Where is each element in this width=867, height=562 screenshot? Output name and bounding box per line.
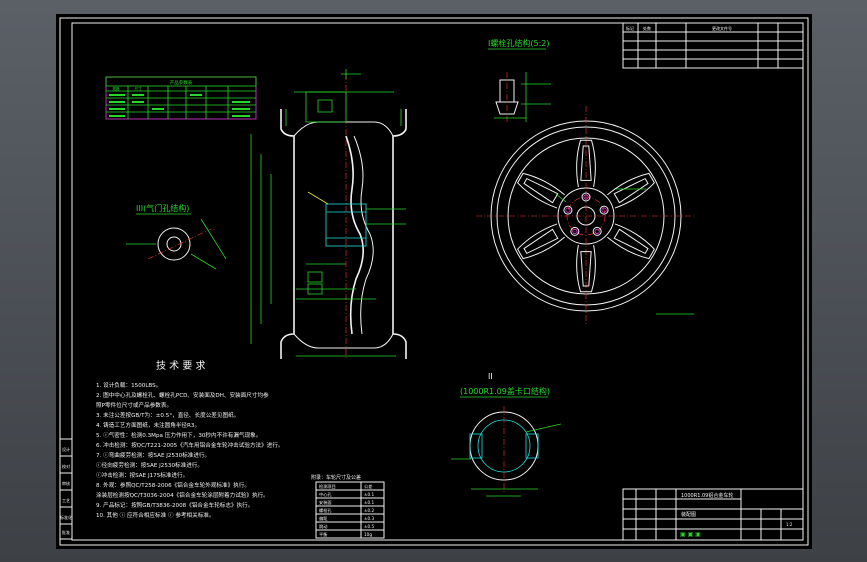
tech-requirement-line: 10. 其他 ⓘ 应符合相应标准 ⓘ 参考相关标准。	[96, 511, 214, 519]
tolerance-table-cell: ±0.5	[364, 524, 375, 529]
title-block: 1000R1.09铝合金车轮 装配图 1:2 ▣ ▣ ▣	[622, 488, 804, 541]
wheel-spoke	[516, 223, 565, 260]
sheet-border	[59, 17, 809, 546]
spoke-groove	[523, 228, 559, 255]
tech-requirement-line: 5. ⓘ气密性：检测0.3Mpa 压力作用下，30秒内不许有漏气现象。	[96, 431, 261, 439]
tech-title: 技 术 要 求	[156, 359, 206, 372]
valve-hole-detail: III(气门孔结构)	[126, 203, 227, 270]
drawing-frame	[71, 22, 804, 541]
title-approval: ▣ ▣ ▣	[680, 531, 701, 538]
bolt-hole-pattern	[563, 192, 609, 236]
title-name: 1000R1.09铝合金车轮	[681, 492, 733, 499]
tolerance-table-cell: ±0.1	[364, 492, 375, 497]
bolt-hole-thread	[601, 207, 607, 213]
cap-detail: II (1000R1.09盖卡口结构)	[451, 372, 562, 497]
strip-label: 校对	[62, 463, 70, 469]
spoke-groove	[523, 177, 559, 204]
spoke-groove	[613, 177, 649, 204]
bolt-hole-thread	[594, 228, 600, 234]
tech-requirement-line: ⓘ冲击检测：按SAE J175标准进行。	[96, 471, 188, 479]
tech-requirement-line: 8. 外观：参照QC/T258-2006《铝合金车轮外观标准》执行。	[96, 481, 250, 489]
view-ii-title: (1000R1.09盖卡口结构)	[460, 386, 550, 396]
bolt-hole	[592, 226, 602, 236]
wheel-front-view	[476, 106, 696, 326]
parameter-table-title: 产品参数表	[170, 79, 193, 86]
spoke-groove	[613, 228, 649, 255]
wheel-spoke	[576, 139, 596, 188]
tech-requirement-line: 6. 冲击检测：按QC/T221-2005《汽车用铝合金车轮冲击试验方法》进行。	[96, 441, 284, 449]
tolerance-table-cell: 平衡	[319, 531, 327, 538]
tech-requirement-line: 4. 铸造工艺方面图纸，未注圆角半径R3。	[96, 421, 200, 429]
bolt-hole-thread	[583, 194, 589, 200]
tolerance-table-cell: 10g	[364, 532, 372, 537]
tolerance-table-cell: 螺栓孔	[319, 507, 332, 514]
tolerance-table-cell: ±0.1	[364, 500, 375, 505]
tolerance-table-cell: 偏距	[319, 515, 327, 522]
revision-header: 更改文件号	[712, 25, 732, 31]
tech-requirement-line: 照P零件位尺寸或产品参数表。	[96, 401, 172, 409]
technical-requirements: 技 术 要 求 1. 设计负载：1500LBS。 2. 图中中心孔及螺栓孔、螺栓孔…	[96, 359, 284, 519]
tech-requirement-line: 2. 图中中心孔及螺栓孔、螺栓孔PCD、安装面及DH、安装面尺寸均参	[96, 391, 269, 399]
revision-header: 标记	[626, 25, 634, 31]
bolt-hole	[581, 192, 591, 202]
tech-requirement-line: ⓘ径向疲劳检测：按SAE J2530标准进行。	[96, 461, 203, 469]
tech-requirement-line: 涂装层检测按QC/T3036-2004《铝合金车轮涂层附着力试验》执行。	[96, 491, 269, 499]
tolerance-table-cell: 公差	[364, 483, 372, 489]
tolerance-table-cell: 安装面	[319, 499, 332, 506]
view-iii-title: III(气门孔结构)	[136, 203, 189, 213]
strip-label: 工艺	[62, 498, 70, 503]
title-scale: 1:2	[786, 522, 793, 527]
tolerance-table-cell: 检测项目	[319, 483, 336, 490]
wheel-spoke	[516, 172, 565, 209]
bolt-hole	[563, 205, 573, 215]
bolt-hole-thread	[572, 228, 578, 234]
bolt-hole	[570, 226, 580, 236]
wheel-spoke	[607, 223, 656, 260]
tolerance-table-cell: ±0.3	[364, 516, 375, 521]
tolerance-table-cell: 跳动	[319, 523, 327, 530]
spoke-pattern	[516, 139, 656, 293]
strip-label: 设计	[62, 446, 70, 452]
title-drawing: 装配图	[681, 511, 696, 518]
spoke-groove	[580, 251, 592, 287]
parameter-table-cell: 尺寸	[135, 86, 142, 91]
tolerance-table-cell: 中心孔	[319, 491, 332, 498]
wheel-spoke	[576, 244, 596, 293]
strip-label: 批准	[62, 529, 70, 535]
drawing-sheet: 设计 校对 审核 工艺 标准化 批准 标记 处数 更改文件号 1000R1.0	[56, 14, 812, 549]
revision-block: 标记 处数 更改文件号	[622, 22, 804, 69]
drawing-canvas: 设计 校对 审核 工艺 标准化 批准 标记 处数 更改文件号 1000R1.0	[59, 17, 809, 546]
tech-requirement-line: 9. 产品标记：按照GB/T3836-2008《铝合金车轮标志》执行。	[96, 501, 253, 509]
bolt-hole-detail: I螺栓孔结构(5:2)	[488, 38, 551, 124]
left-strip: 设计 校对 审核 工艺 标准化 批准	[59, 438, 73, 540]
revision-header: 处数	[643, 25, 651, 31]
strip-label: 标准化	[60, 514, 72, 520]
view-ii-roman: II	[488, 372, 493, 381]
spoke-groove	[580, 145, 592, 181]
strip-label: 审核	[62, 480, 70, 486]
parameter-table: 产品参数表 规格 尺寸	[105, 76, 257, 120]
tolerance-table-title: 附录：车轮尺寸及公差	[311, 474, 361, 481]
tech-requirement-line: 3. 未注公差按GB/T为：±0.5°，直径、长度公差见图纸。	[96, 411, 239, 419]
view-i-title: I螺栓孔结构(5:2)	[488, 38, 549, 48]
bolt-hole-thread	[565, 207, 571, 213]
tech-requirement-line: 7. ⓘ弯曲疲劳检测：按SAE J2530标准进行。	[96, 451, 210, 459]
bolt-hole	[599, 205, 609, 215]
wheel-cross-section	[250, 69, 407, 359]
tolerance-table-cell: ±0.2	[364, 508, 375, 513]
wheel-spoke	[607, 172, 656, 209]
tech-requirement-line: 1. 设计负载：1500LBS。	[96, 381, 161, 389]
parameter-table-cell: 规格	[113, 86, 120, 91]
